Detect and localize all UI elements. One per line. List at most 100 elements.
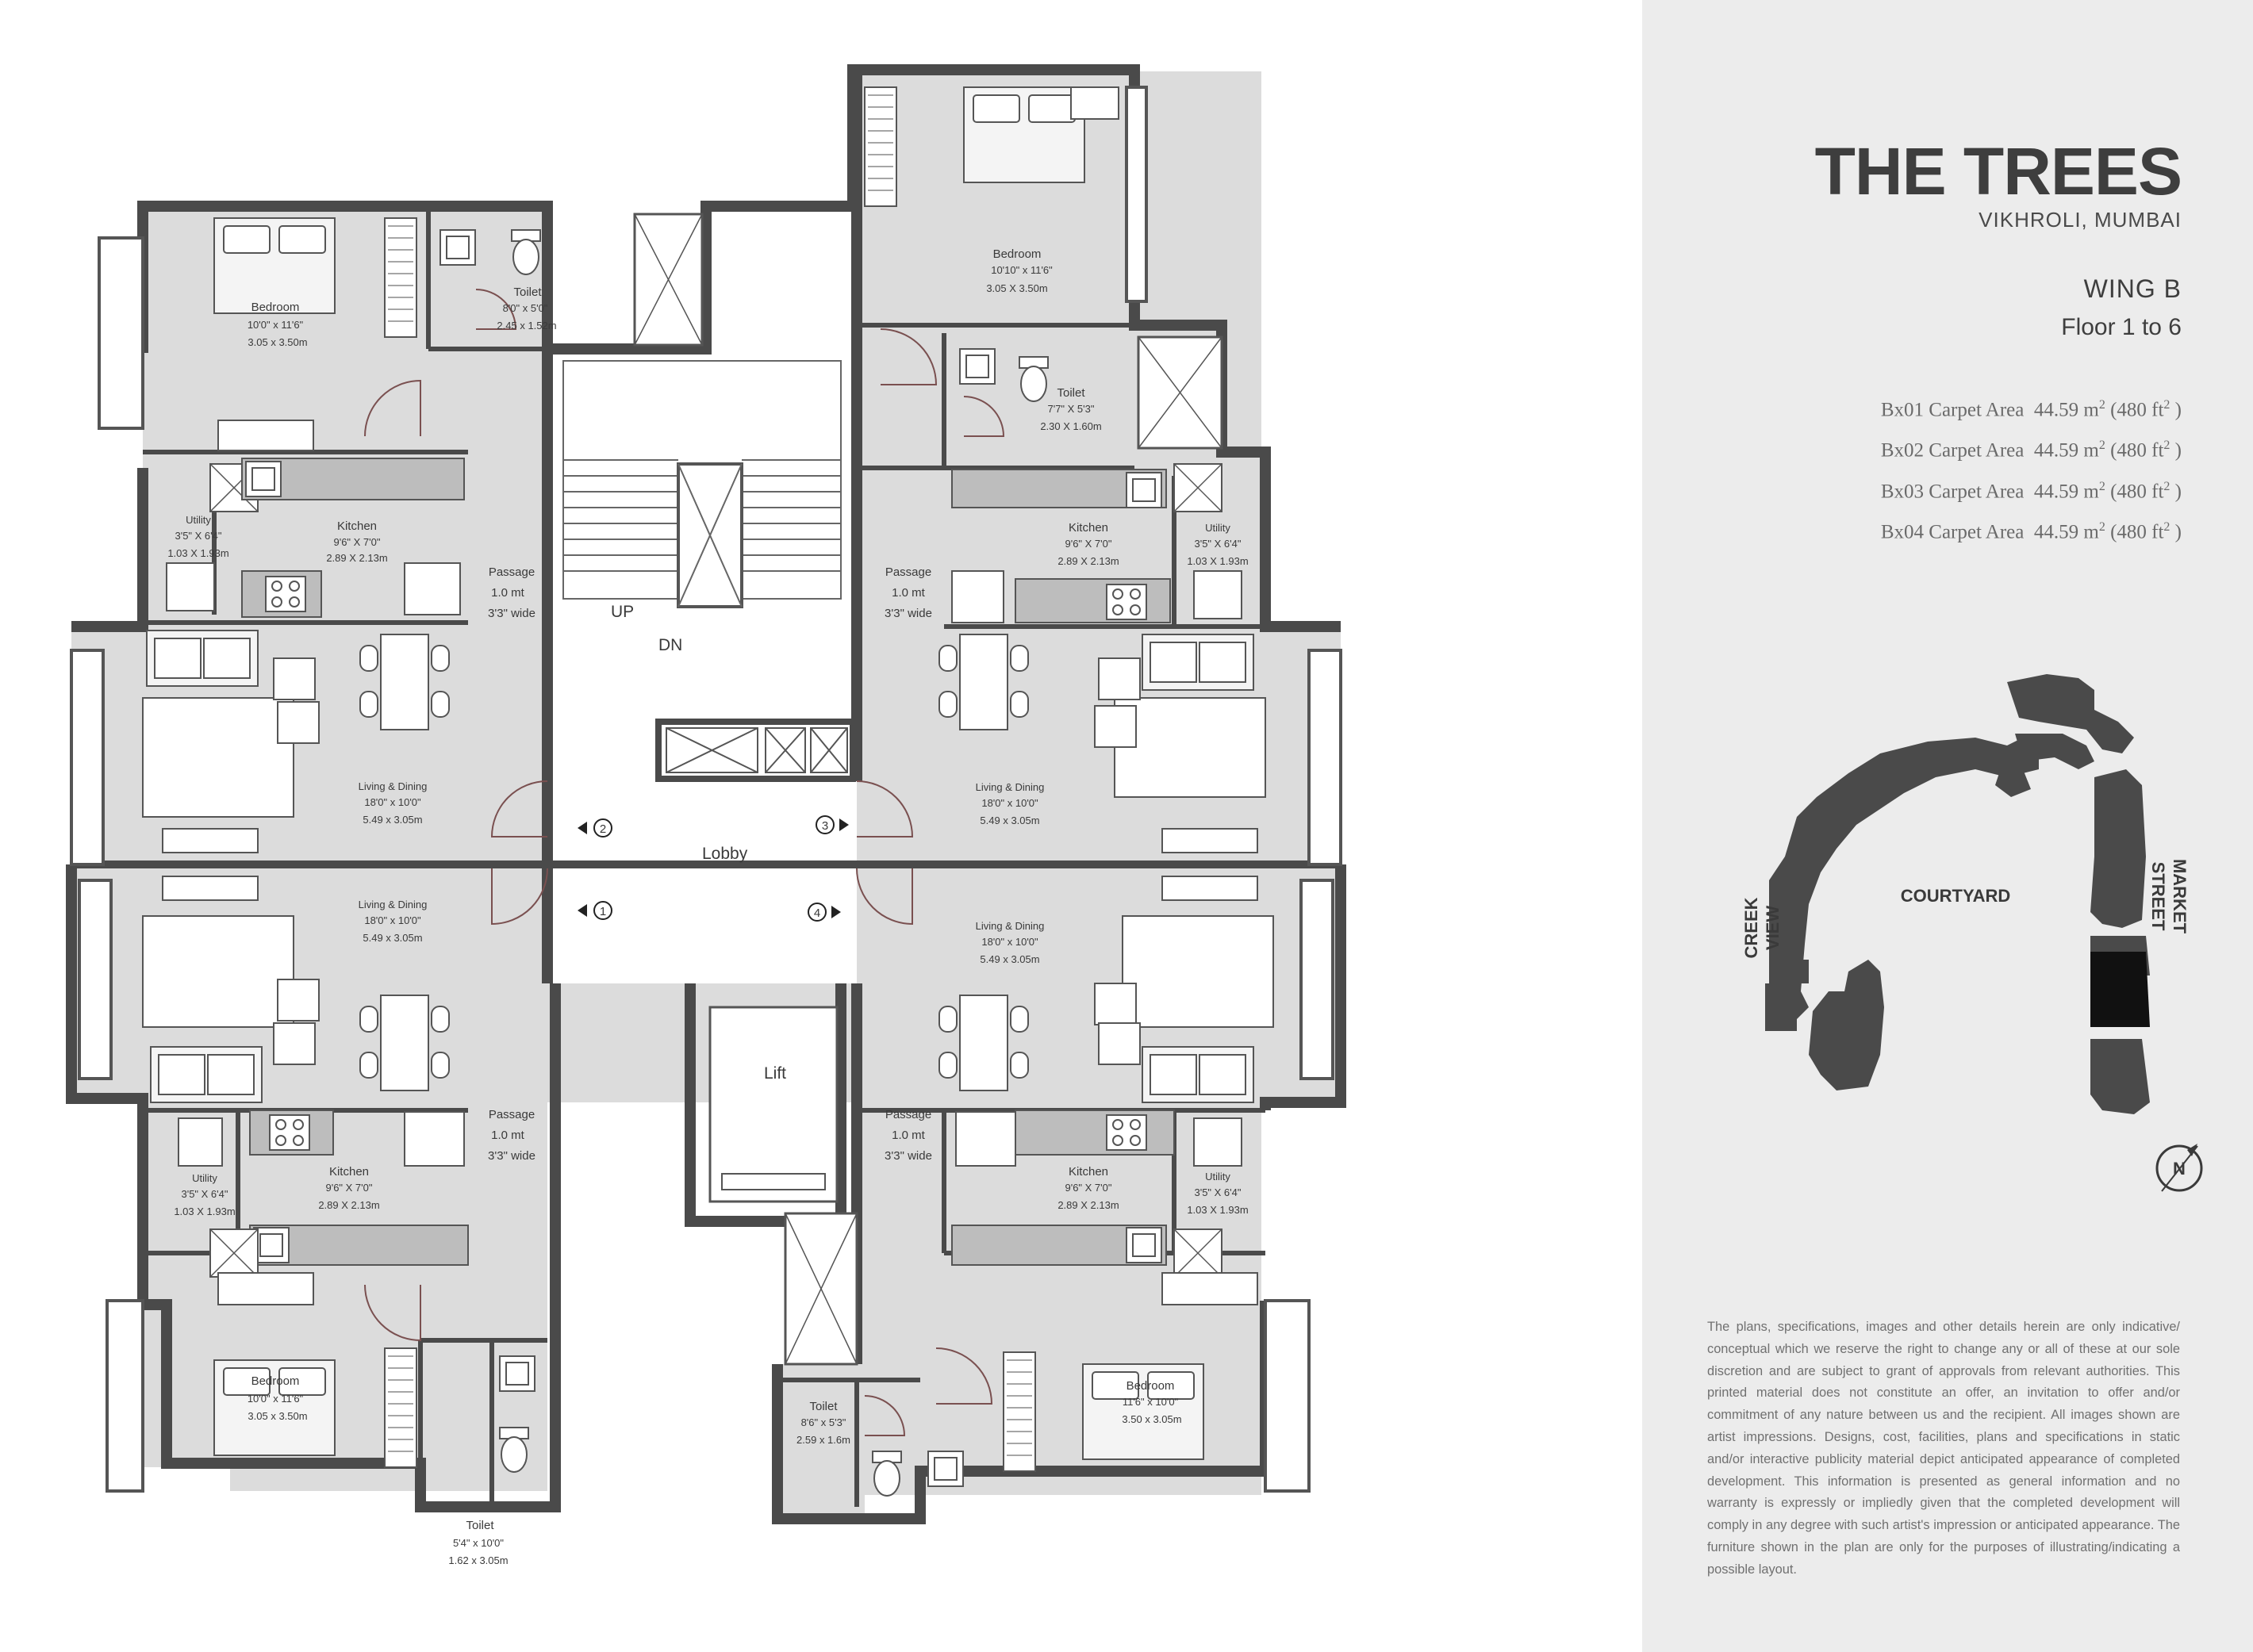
svg-text:Utility: Utility bbox=[186, 514, 211, 526]
svg-text:Passage: Passage bbox=[885, 565, 931, 579]
svg-text:5'4" x 10'0": 5'4" x 10'0" bbox=[453, 1537, 504, 1549]
svg-text:N: N bbox=[2173, 1159, 2186, 1179]
lift-label: Lift bbox=[764, 1064, 786, 1083]
svg-text:1.0 mt: 1.0 mt bbox=[491, 1129, 525, 1142]
key-plan-market-1: MARKET bbox=[2170, 859, 2190, 934]
key-plan-creek-2: VIEW bbox=[1763, 906, 1783, 950]
svg-text:10'0" x 11'6": 10'0" x 11'6" bbox=[248, 319, 304, 331]
unit-marker-1: 1 bbox=[578, 901, 612, 920]
svg-text:10'10" x 11'6": 10'10" x 11'6" bbox=[991, 264, 1053, 276]
svg-text:Bedroom: Bedroom bbox=[251, 301, 300, 314]
svg-text:Passage: Passage bbox=[885, 1108, 931, 1121]
unit-marker-2: 2 bbox=[578, 818, 612, 837]
svg-text:Bedroom: Bedroom bbox=[251, 1374, 300, 1388]
svg-text:2.89 X 2.13m: 2.89 X 2.13m bbox=[318, 1199, 379, 1211]
svg-text:9'6" X 7'0": 9'6" X 7'0" bbox=[1065, 538, 1111, 550]
svg-text:2.59 x 1.6m: 2.59 x 1.6m bbox=[796, 1434, 850, 1446]
stair-down-label: DN bbox=[658, 636, 682, 654]
room-bl-passage: Passage 1.0 mt 3'3" wide bbox=[488, 1108, 535, 1163]
lobby-ducts bbox=[655, 719, 856, 782]
carpet-area-row: Bx03 Carpet Area 44.59 m2 (480 ft2 ) bbox=[1880, 479, 2182, 502]
unit-marker-3: 3 bbox=[816, 815, 849, 834]
svg-text:5.49 x 3.05m: 5.49 x 3.05m bbox=[980, 953, 1039, 965]
svg-text:3'5" X 6'4": 3'5" X 6'4" bbox=[1194, 538, 1241, 550]
svg-text:3.50 x 3.05m: 3.50 x 3.05m bbox=[1122, 1413, 1181, 1425]
svg-text:Living & Dining: Living & Dining bbox=[976, 920, 1045, 932]
carpet-area-row: Bx01 Carpet Area 44.59 m2 (480 ft2 ) bbox=[1880, 398, 2182, 421]
svg-text:Toilet: Toilet bbox=[513, 286, 542, 299]
key-plan-buildings bbox=[1765, 674, 2150, 1114]
svg-text:Utility: Utility bbox=[1205, 522, 1230, 534]
svg-text:Utility: Utility bbox=[192, 1172, 217, 1184]
svg-text:3'3" wide: 3'3" wide bbox=[488, 1149, 535, 1163]
wing-label: WING B bbox=[2083, 274, 2182, 303]
carpet-area-row: Bx04 Carpet Area 44.59 m2 (480 ft2 ) bbox=[1880, 519, 2182, 543]
svg-text:Bedroom: Bedroom bbox=[1126, 1379, 1175, 1393]
svg-text:Kitchen: Kitchen bbox=[329, 1165, 369, 1179]
unit-marker-4: 4 bbox=[808, 903, 841, 922]
disclaimer-text: The plans, specifications, images and ot… bbox=[1707, 1320, 2180, 1577]
svg-text:2.45 x 1.52m: 2.45 x 1.52m bbox=[497, 320, 556, 332]
svg-text:3'5" X 6'4": 3'5" X 6'4" bbox=[1194, 1186, 1241, 1198]
key-plan-highlight-wing bbox=[2090, 952, 2150, 1027]
svg-text:1.03 X 1.93m: 1.03 X 1.93m bbox=[1187, 1204, 1248, 1216]
svg-text:Kitchen: Kitchen bbox=[1069, 1165, 1108, 1179]
key-plan: CREEK VIEW COURTYARD MARKET STREET N bbox=[1741, 674, 2203, 1192]
svg-text:1.0 mt: 1.0 mt bbox=[892, 586, 926, 600]
floor-range: Floor 1 to 6 bbox=[2061, 314, 2182, 340]
carpet-area-list: Bx01 Carpet Area 44.59 m2 (480 ft2 ) Bx0… bbox=[1881, 387, 2182, 550]
room-tr-passage: Passage 1.0 mt 3'3" wide bbox=[885, 565, 932, 620]
balconies bbox=[70, 86, 1342, 1493]
stair-up-label: UP bbox=[611, 603, 634, 621]
svg-text:Toilet: Toilet bbox=[809, 1400, 838, 1413]
svg-text:2.89 X 2.13m: 2.89 X 2.13m bbox=[326, 552, 387, 564]
svg-text:Kitchen: Kitchen bbox=[1069, 521, 1108, 535]
svg-text:3'3" wide: 3'3" wide bbox=[885, 1149, 932, 1163]
svg-text:10'0" x 11'6": 10'0" x 11'6" bbox=[248, 1393, 304, 1405]
svg-text:1.62 x 3.05m: 1.62 x 3.05m bbox=[448, 1554, 508, 1566]
svg-text:7'7" X 5'3": 7'7" X 5'3" bbox=[1047, 403, 1094, 415]
doors bbox=[364, 289, 1005, 1436]
svg-text:Passage: Passage bbox=[489, 1108, 535, 1121]
room-br-bedroom: Bedroom 11'6" x 10'0" 3.50 x 3.05m bbox=[1122, 1379, 1181, 1425]
room-tl-toilet: Toilet 8'0" x 5'0" 2.45 x 1.52m bbox=[497, 286, 556, 332]
svg-text:18'0" x 10'0": 18'0" x 10'0" bbox=[981, 797, 1038, 809]
room-br-living: Living & Dining 18'0" x 10'0" 5.49 x 3.05m bbox=[976, 920, 1045, 965]
svg-text:18'0" x 10'0": 18'0" x 10'0" bbox=[364, 796, 421, 808]
svg-text:5.49 x 3.05m: 5.49 x 3.05m bbox=[363, 932, 422, 944]
svg-text:Passage: Passage bbox=[489, 565, 535, 579]
svg-text:1: 1 bbox=[600, 905, 606, 918]
svg-text:11'6" x 10'0": 11'6" x 10'0" bbox=[1123, 1396, 1179, 1408]
svg-text:Toilet: Toilet bbox=[466, 1519, 494, 1532]
room-br-utility: Utility 3'5" X 6'4" 1.03 X 1.93m bbox=[1187, 1171, 1248, 1216]
svg-text:8'0" x 5'0": 8'0" x 5'0" bbox=[503, 302, 548, 314]
svg-text:3'3" wide: 3'3" wide bbox=[885, 607, 932, 620]
svg-text:Utility: Utility bbox=[1205, 1171, 1230, 1182]
key-plan-courtyard: COURTYARD bbox=[1901, 886, 2011, 906]
svg-text:2.89 X 2.13m: 2.89 X 2.13m bbox=[1057, 555, 1119, 567]
room-tr-kitchen: Kitchen 9'6" X 7'0" 2.89 X 2.13m bbox=[1057, 521, 1119, 567]
carpet-area-row: Bx02 Carpet Area 44.59 m2 (480 ft2 ) bbox=[1880, 439, 2182, 462]
info-panel bbox=[1642, 0, 2253, 1652]
svg-text:1.03 X 1.93m: 1.03 X 1.93m bbox=[1187, 555, 1248, 567]
svg-text:2.30 X 1.60m: 2.30 X 1.60m bbox=[1040, 420, 1101, 432]
project-location: VIKHROLI, MUMBAI bbox=[1979, 208, 2182, 232]
svg-text:3: 3 bbox=[822, 819, 828, 833]
svg-text:18'0" x 10'0": 18'0" x 10'0" bbox=[981, 936, 1038, 948]
svg-text:8'6" x 5'3": 8'6" x 5'3" bbox=[801, 1416, 846, 1428]
svg-text:3'5" X 6'4": 3'5" X 6'4" bbox=[181, 1188, 228, 1200]
staircase bbox=[562, 360, 842, 608]
